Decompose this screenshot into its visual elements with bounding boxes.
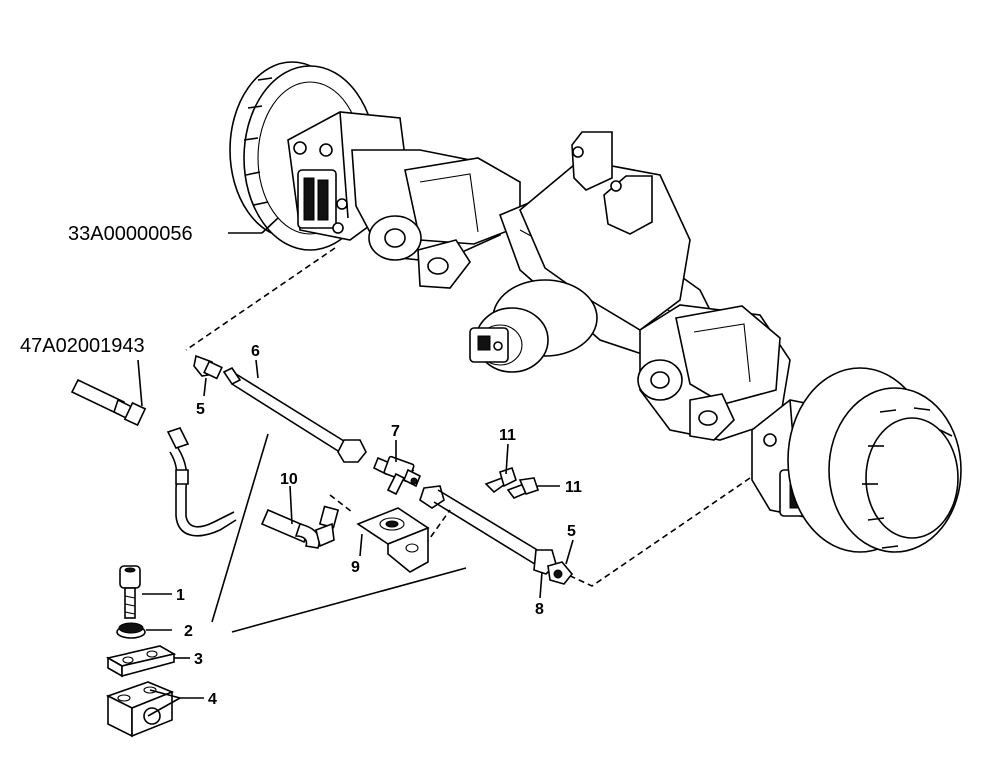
callout-1: 1 (176, 587, 185, 604)
ref-hose-assembly: 47A02001943 (20, 335, 145, 357)
part-9-bracket (356, 507, 430, 573)
part-2-washer (116, 622, 146, 639)
center-differential (469, 131, 691, 373)
part-4-clamp-block (105, 681, 175, 738)
callout-9: 9 (351, 559, 360, 576)
part-5-fitting-upper (193, 354, 223, 380)
callout-11-right: 11 (565, 479, 582, 496)
callout-2: 2 (184, 623, 193, 640)
left-axle-housing (351, 149, 521, 289)
part-3-plate (105, 645, 177, 678)
callout-7: 7 (391, 423, 400, 440)
labels: 33A00000056 47A02001943 1 2 3 4 5 5 6 7 … (20, 223, 582, 708)
callout-5-upper: 5 (196, 401, 205, 418)
axle-assembly (229, 61, 962, 553)
right-hub (787, 367, 962, 553)
callout-11-upper: 11 (499, 427, 516, 444)
callout-3: 3 (194, 651, 203, 668)
part-10-hose (260, 505, 340, 549)
part-8-pipe (419, 485, 557, 575)
hose-47a02001943 (70, 378, 147, 427)
callout-10: 10 (280, 471, 298, 488)
bent-brake-pipe (166, 427, 237, 537)
callout-5-lower: 5 (567, 523, 576, 540)
leader-lines (137, 217, 574, 717)
part-6-pipe (222, 366, 367, 463)
part-5-fitting-lower (547, 561, 574, 585)
callout-4: 4 (208, 691, 217, 708)
callout-8: 8 (535, 601, 544, 618)
part-7-tee-fitting (372, 455, 422, 496)
ref-axle-assembly: 33A00000056 (68, 223, 193, 245)
callout-6: 6 (251, 343, 260, 360)
part-11-bolts (484, 466, 540, 499)
part-1-screw (119, 565, 141, 619)
right-axle-housing (637, 304, 791, 441)
